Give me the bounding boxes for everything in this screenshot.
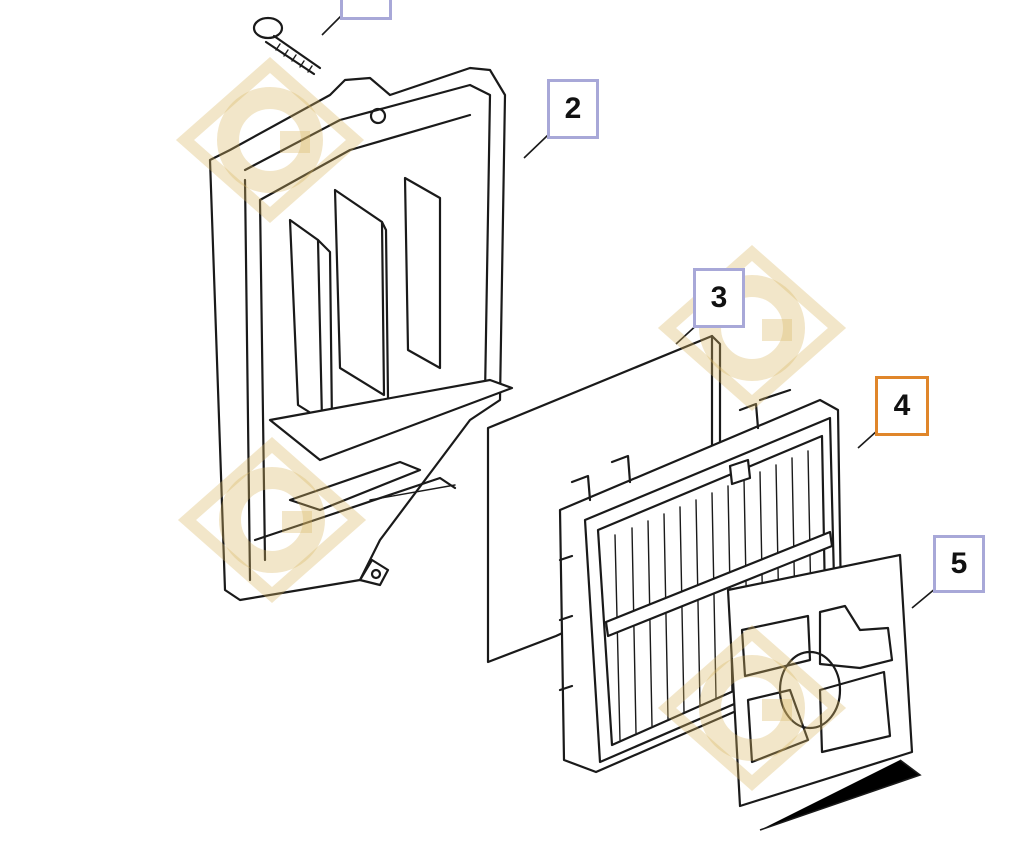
watermark-logo-icon [177, 436, 367, 604]
screw-part [252, 16, 322, 76]
watermark-logo-icon [657, 624, 847, 792]
leader-line-2 [523, 134, 549, 159]
callout-5[interactable]: 5 [933, 535, 985, 593]
housing-cover-part [208, 66, 514, 602]
callout-partial-top[interactable] [340, 0, 392, 20]
callout-3[interactable]: 3 [693, 268, 745, 328]
leader-line-4 [857, 429, 879, 449]
callout-2[interactable]: 2 [547, 79, 599, 139]
gasket-plate-part [726, 553, 914, 808]
watermark-logo-icon [175, 56, 365, 224]
callout-4[interactable]: 4 [875, 376, 929, 436]
leader-line-5 [911, 587, 937, 609]
